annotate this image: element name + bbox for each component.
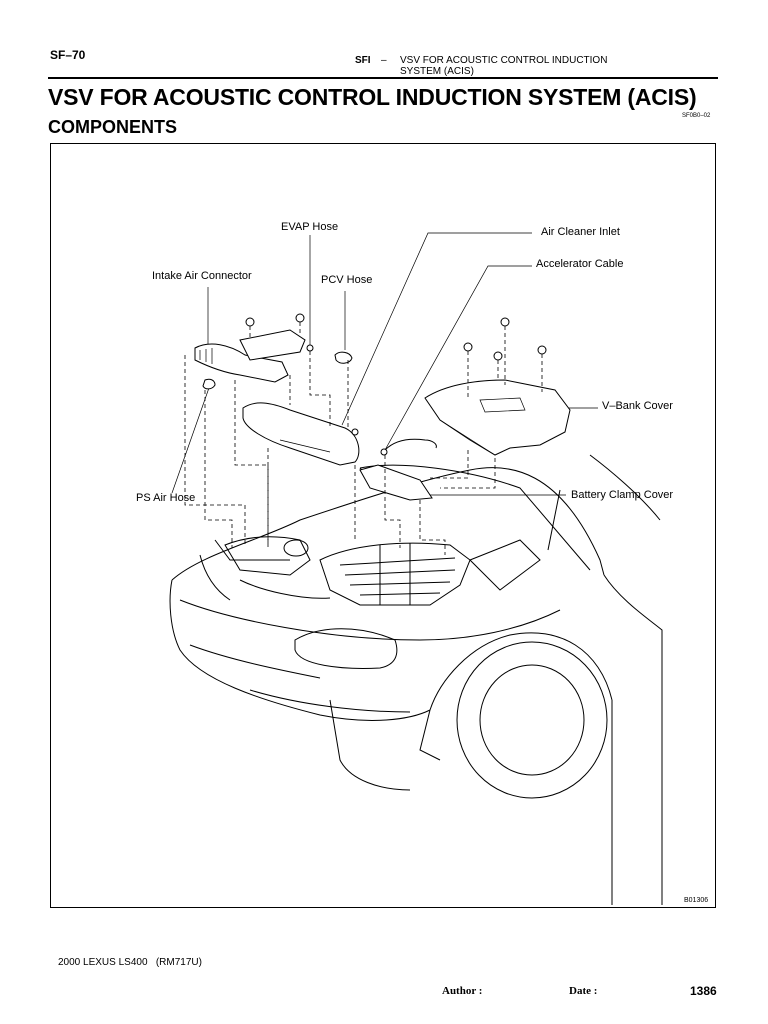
footer-author-label: Author : xyxy=(442,985,483,997)
footer-date-label: Date : xyxy=(569,985,598,997)
battery-clamp-cover xyxy=(359,464,433,501)
car-body xyxy=(169,467,663,905)
label-accelerator-cable: Accelerator Cable xyxy=(536,258,624,270)
components-illustration xyxy=(169,232,663,905)
label-air-cleaner-inlet: Air Cleaner Inlet xyxy=(541,226,620,238)
header-topic-line2: SYSTEM (ACIS) xyxy=(400,66,474,77)
hood xyxy=(359,454,661,571)
air-cleaner-inlet xyxy=(242,402,360,466)
engine-bay xyxy=(224,536,541,606)
header-rule xyxy=(48,77,718,79)
label-intake-air-connector: Intake Air Connector xyxy=(152,270,252,282)
header-topic-line1: VSV FOR ACOUSTIC CONTROL INDUCTION xyxy=(400,55,608,66)
accelerator-cable xyxy=(380,438,437,456)
label-evap-hose: EVAP Hose xyxy=(281,221,339,233)
header-topic: VSV FOR ACOUSTIC CONTROL INDUCTION SYSTE… xyxy=(400,55,650,77)
figure-frame xyxy=(50,143,716,908)
assembly-guides xyxy=(184,322,543,555)
label-pcv-hose: PCV Hose xyxy=(321,274,373,286)
section-subtitle: COMPONENTS xyxy=(48,117,178,137)
footer-model: 2000 LEXUS LS400 (RM717U) xyxy=(58,957,202,968)
v-bank-cover xyxy=(424,317,571,456)
header-dash: – xyxy=(381,55,387,66)
figure-code: B01306 xyxy=(684,897,709,904)
page-number: 1386 xyxy=(690,984,717,998)
leader-lines xyxy=(171,232,598,496)
header-section: SFI xyxy=(355,55,371,66)
reference-code: SF0B0–02 xyxy=(682,113,711,119)
intake-air-connector xyxy=(194,313,353,390)
label-ps-air-hose: PS Air Hose xyxy=(136,492,196,504)
label-v-bank-cover: V–Bank Cover xyxy=(602,400,673,412)
label-battery-clamp-cover: Battery Clamp Cover xyxy=(571,489,674,501)
page-title: VSV FOR ACOUSTIC CONTROL INDUCTION SYSTE… xyxy=(48,84,697,110)
page-code: SF–70 xyxy=(50,48,86,62)
